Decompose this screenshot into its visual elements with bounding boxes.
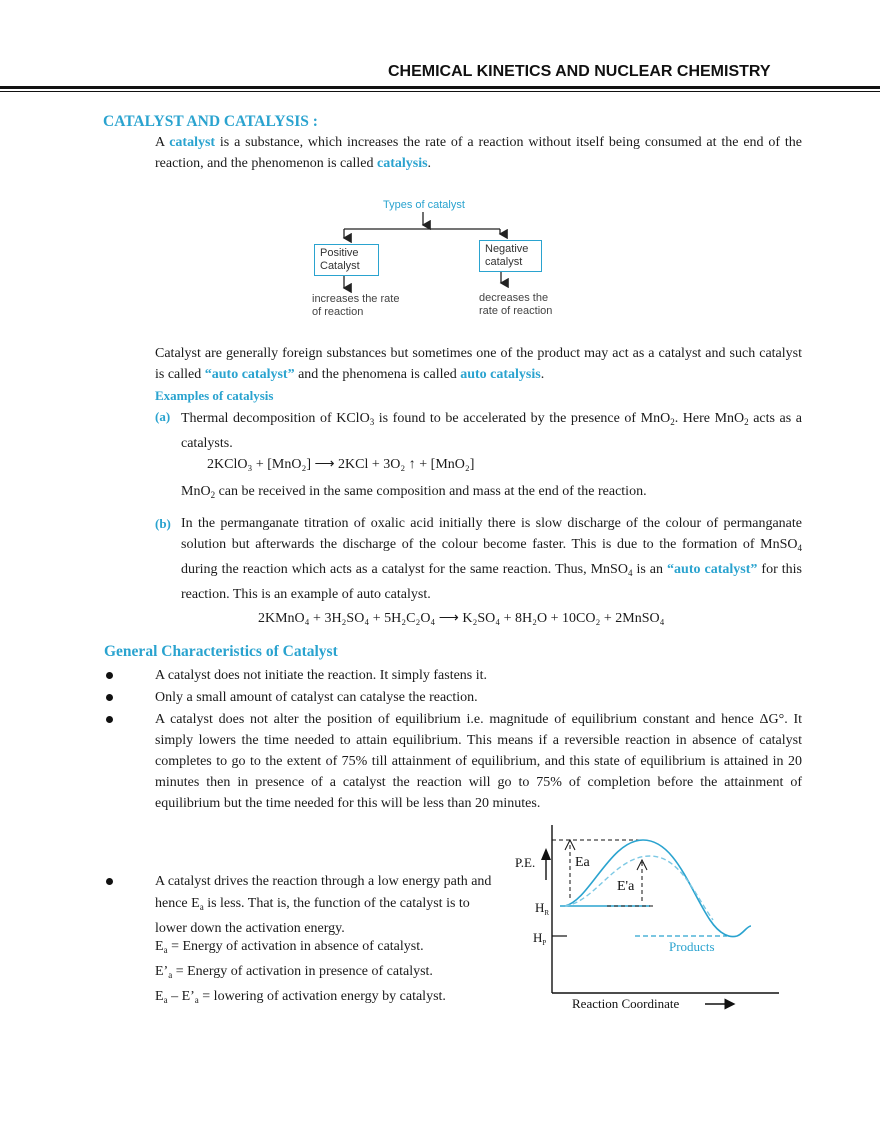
definition-ea: Ea = Energy of activation in absence of … <box>155 936 495 961</box>
characteristic-1: A catalyst does not initiate the reactio… <box>155 668 488 683</box>
text: is found to be accelerated by the presen… <box>374 411 671 426</box>
text: during the reaction which acts as a cata… <box>181 562 628 577</box>
ea-prime-label: E'a <box>617 879 635 894</box>
keyword-auto-catalysis: auto catalysis <box>460 367 541 382</box>
subscript: a <box>194 995 199 1005</box>
keyword-catalyst: catalyst <box>169 135 216 150</box>
text: = Energy of activation in absence of cat… <box>167 939 424 954</box>
hp-main: H <box>533 930 542 945</box>
running-header-title: CHEMICAL KINETICS AND NUCLEAR CHEMISTRY <box>388 63 771 80</box>
text: = lowering of activation energy by catal… <box>198 989 446 1004</box>
positive-catalyst-note: increases the rate of reaction <box>312 293 400 318</box>
text: Thermal decomposition of KClO <box>181 411 370 426</box>
equation-permanganate: 2KMnO₄ + 3H₂SO₄ + 5H₂C₂O₄ ⟶ K₂SO₄ + 8H₂O… <box>258 611 665 626</box>
characteristic-2: Only a small amount of catalyst can cata… <box>155 690 478 705</box>
negative-catalyst-note: decreases the rate of reaction <box>479 292 553 317</box>
products-label: Products <box>669 939 715 954</box>
example-b-text: In the permanganate titration of oxalic … <box>181 513 802 605</box>
diagram-connectors <box>342 212 509 294</box>
text: MnO <box>181 484 211 499</box>
example-a-text: Thermal decomposition of KClO3 is found … <box>181 408 802 454</box>
definition-ea-prime: E’a = Energy of activation in presence o… <box>155 961 495 986</box>
definition-lowering: Ea – E’a = lowering of activation energy… <box>155 986 495 1011</box>
diagram-title: Types of catalyst <box>383 199 465 211</box>
text: is less. That is, the function of the ca… <box>155 896 470 936</box>
text: acts as a catalysts. <box>181 411 802 451</box>
examples-heading: Examples of catalysis <box>155 388 274 403</box>
ea-prime-arrowhead <box>636 858 648 871</box>
subscript: 4 <box>627 568 633 578</box>
ea-label: Ea <box>575 855 591 870</box>
text: for this reaction. This is an example of… <box>181 562 802 602</box>
uncatalysed-curve <box>564 839 752 938</box>
subscript: a <box>163 945 168 955</box>
bullet <box>106 716 113 723</box>
text: and the phenomena is called <box>294 367 461 382</box>
bullet <box>106 672 113 679</box>
hr-main: H <box>535 900 544 915</box>
activation-energy-definitions: Ea = Energy of activation in absence of … <box>155 936 495 1011</box>
auto-catalyst-paragraph: Catalyst are generally foreign substance… <box>155 343 802 385</box>
subscript: 3 <box>369 417 375 427</box>
text: is an <box>632 562 668 577</box>
text: E’ <box>155 964 169 979</box>
bullet <box>106 694 113 701</box>
ea-arrowhead <box>564 838 576 851</box>
subscript: a <box>168 970 173 980</box>
header-rule-thick <box>0 86 880 89</box>
text: = Energy of activation in presence of ca… <box>172 964 433 979</box>
pe-arrowhead <box>541 848 551 860</box>
negative-catalyst-box: Negative catalyst <box>479 240 542 272</box>
text: . Here MnO <box>674 411 745 426</box>
hr-subscript: R <box>544 909 549 917</box>
positive-catalyst-box: Positive Catalyst <box>314 244 379 276</box>
characteristic-4: A catalyst drives the reaction through a… <box>155 871 493 940</box>
section-heading-catalyst: CATALYST AND CATALYSIS : <box>103 113 318 130</box>
keyword-auto-catalyst: “auto catalyst” <box>667 562 758 577</box>
text: A catalyst drives the reaction through a… <box>155 874 492 911</box>
x-axis-label: Reaction Coordinate <box>572 996 679 1011</box>
subscript: a <box>199 902 204 912</box>
text: – E’ <box>167 989 195 1004</box>
header-rule-thin <box>0 91 880 92</box>
hp-subscript: P <box>542 939 546 947</box>
catalysed-curve <box>564 855 714 921</box>
text: Catalyst are generally foreign substance… <box>155 346 802 382</box>
catalyst-types-diagram: Types of catalyst Positive Catalyst Nega… <box>300 196 580 326</box>
hr-label: HR <box>535 900 549 917</box>
subscript: 4 <box>797 543 803 553</box>
subscript: 2 <box>744 417 749 427</box>
keyword-auto-catalyst: “auto catalyst” <box>204 367 295 382</box>
text: In the permanganate titration of oxalic … <box>181 516 802 552</box>
subscript: 2 <box>670 417 675 427</box>
keyword-catalysis: catalysis <box>376 156 428 171</box>
text: . <box>427 156 432 171</box>
text: E <box>155 989 164 1004</box>
bullet <box>106 878 113 885</box>
y-axis-label: P.E. <box>515 855 535 870</box>
example-b-label: (b) <box>155 516 171 531</box>
energy-profile-graph: P.E. Ea E'a HR HP Products Reaction Coor… <box>515 825 779 1011</box>
text: can be received in the same composition … <box>215 484 647 499</box>
text: . <box>540 367 545 382</box>
subscript: 2 <box>210 490 216 500</box>
catalyst-definition: A catalyst is a substance, which increas… <box>155 132 802 174</box>
example-a-label: (a) <box>155 409 171 424</box>
section-heading-general: General Characteristics of Catalyst <box>104 643 338 660</box>
text: E <box>155 939 164 954</box>
text: is a substance, which increases the rate… <box>155 135 802 171</box>
equation-kclo3: 2KClO₃ + [MnO₂] ⟶ 2KCl + 3O₂ ↑ + [MnO₂] <box>207 457 475 472</box>
text: A <box>155 135 170 150</box>
hp-label: HP <box>533 930 546 947</box>
example-a-note: MnO2 can be received in the same composi… <box>181 481 802 506</box>
characteristic-3: A catalyst does not alter the position o… <box>155 712 802 811</box>
subscript: a <box>163 995 168 1005</box>
